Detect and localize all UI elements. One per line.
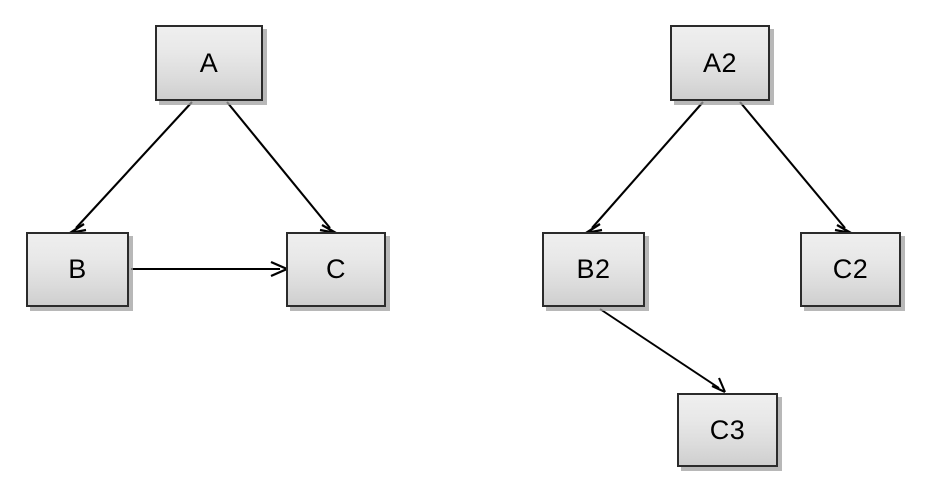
- node-a2-label: A2: [702, 47, 738, 78]
- node-b2-label: B2: [576, 254, 611, 284]
- node-c3[interactable]: C3: [677, 393, 778, 467]
- edge-b-to-c[interactable]: [131, 260, 288, 278]
- node-c2-label: C2: [832, 254, 869, 284]
- edge-a2-to-b2[interactable]: [585, 101, 704, 235]
- node-c-label: C: [326, 254, 346, 284]
- arrowhead-b2-to-c3: [711, 377, 726, 393]
- node-b-label: B: [68, 254, 87, 284]
- edge-a-to-b[interactable]: [69, 101, 193, 235]
- node-b2[interactable]: B2: [542, 232, 645, 307]
- node-c[interactable]: C: [286, 232, 386, 307]
- edge-b2-to-c3[interactable]: [599, 308, 726, 393]
- node-c3-label: C3: [709, 414, 746, 445]
- node-b[interactable]: B: [26, 232, 129, 307]
- arrowhead-b-to-c: [270, 260, 288, 278]
- node-a2[interactable]: A2: [670, 25, 770, 101]
- node-c2[interactable]: C2: [800, 232, 901, 307]
- node-a-label: A: [199, 47, 219, 78]
- edge-a2-to-c2[interactable]: [739, 101, 852, 235]
- edge-a-to-c[interactable]: [226, 101, 337, 235]
- node-a[interactable]: A: [155, 25, 263, 101]
